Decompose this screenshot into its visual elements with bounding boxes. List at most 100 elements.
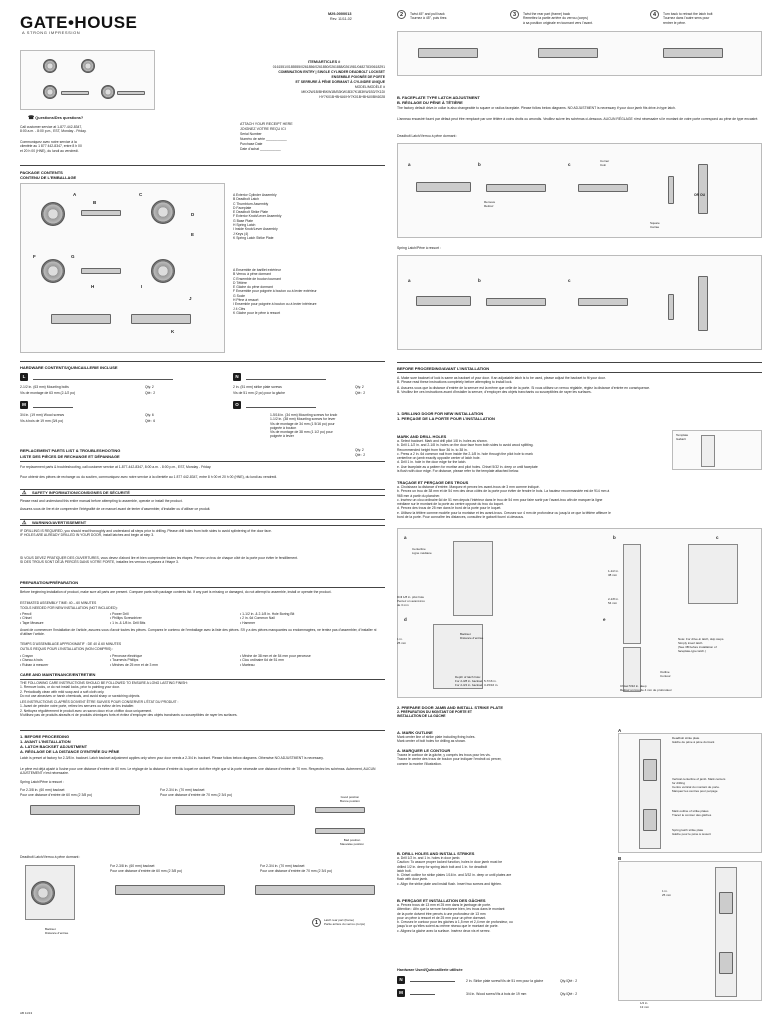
package-title-en: PACKAGE CONTENTS: [20, 170, 63, 175]
preparation-time-fr: TEMPS D’ASSEMBLAGE APPROXIMATIF : DE 40 …: [20, 642, 122, 646]
before-fr: A. Assurez-vous que la distance d’entrée…: [397, 386, 651, 395]
faceplate-title: B. FACEPLATE TYPE LATCH ADJUSTMENT: [397, 95, 480, 100]
mark-list: a. Select backset. Mark and drill pilot …: [397, 439, 538, 474]
backset-60-fr: Pour une distance d’entrée de 60 mm (2 3…: [20, 793, 92, 797]
product-image: [20, 50, 155, 110]
replacement-fr: Pour obtenir des pièces de rechange ou d…: [20, 475, 278, 479]
deadbolt-60-drawing: [115, 885, 225, 895]
strike-outline-diagram: [618, 733, 762, 853]
latch-rear-part: Latch rear part (frame) Partie arrière d…: [324, 918, 366, 926]
step-3-badge: 3: [510, 10, 519, 19]
deadbolt-backset-60: For 2-3/8 in. (60 mm) backset: [110, 864, 155, 868]
spring-latch-60-drawing: [30, 805, 140, 815]
drill-holes-title: B. DRILL HOLES AND INSTALL STRIKES: [397, 851, 475, 856]
safety-en: Please read and understand this entire m…: [20, 499, 183, 503]
step1-deadbolt-label: Deadbolt Latch/Verrou à pêne dormant :: [20, 855, 81, 859]
preparation-en: Before beginning installation of product…: [20, 590, 332, 594]
package-item: F Ensemble pour poignée à bouton ou à le…: [233, 289, 317, 294]
screw-icon: [246, 375, 326, 380]
item-title-fr-2: ET SERRURE À PÊNE DORMANT À CYLINDRE UNI…: [295, 80, 385, 84]
warning-icon: ⚠: [22, 520, 27, 526]
package-item: D Faceplate: [233, 205, 252, 210]
diagram-b-label: B: [618, 856, 622, 861]
warning-en: IF DRILLING IS REQUIRED, you should read…: [20, 529, 272, 538]
corner-label: Corner Coin: [600, 159, 610, 167]
receipt-title-fr: JOIGNEZ VOTRE REÇU ICI: [240, 127, 286, 131]
warning-title: ⚠WARNING/AVERTISSEMENT: [20, 519, 385, 526]
hardware-used-badge-M: M: [397, 989, 405, 997]
replacement-title-fr: LISTE DES PIÈCES DE RECHANGE ET DÉPANNAG…: [20, 454, 120, 459]
brand-logo: GATE•HOUSE: [20, 13, 138, 32]
backset-right-label: Backset Distance d’entrée: [460, 632, 484, 640]
hardware-L-qty: Qty. 2: [145, 385, 154, 389]
hardware-badge-L: L: [20, 373, 28, 381]
package-item: K Spring Latch Strike Plate: [233, 235, 274, 240]
package-contents-diagram: A B C D E F G H I J K: [20, 183, 225, 353]
model-line-1: MKX2W1B/BHBKW1B/B3KW1B3/7K1B3KW1B3/7K1DI: [301, 90, 385, 94]
step-4-badge: 4: [650, 10, 659, 19]
hardware-M-en: 3/4 in. (19 mm) Wood screws: [20, 413, 65, 417]
hardware-badge-N: N: [233, 373, 241, 381]
hardware-M-fr: Vis à bois de 19 mm (3/4 po): [20, 419, 64, 423]
drilling-diagram: a b c d e: [397, 528, 762, 698]
tools-col-1: • Pencil• Chisel• Tape Measure: [20, 612, 44, 625]
hardware-N-fr: Vis de 51 mm (2 po) pour la gâche: [233, 391, 285, 395]
package-item: I Inside Knob/Lever Assembly: [233, 227, 278, 232]
prep-title-fr: 2. PRÉPARATION DU MONTANT DE PORTE ET IN…: [397, 710, 472, 719]
hardware-N-qte: Qté : 2: [355, 391, 366, 395]
hardware-N-qty: Qty. 2: [355, 385, 364, 389]
hardware-used-M: 3/4 in. Wood screw/Vis à bois de 19 mm: [466, 992, 527, 996]
hardware-O-qty: Qty. 2: [355, 448, 364, 452]
depth-label: Depth of latch hole: For 2-3/8 in. backs…: [455, 675, 499, 687]
remove-label: Remove Retirez: [484, 200, 496, 208]
dim-1in-label: 1 in. 25 mm: [397, 637, 407, 645]
preparation-title: PREPARATION/PRÉPARATION: [20, 580, 79, 585]
hardware-title: HARDWARE CONTENTS/QUINCAILLERIE INCLUSE: [20, 365, 118, 370]
preparation-tools: TOOLS NEEDED FOR NEW INSTALLATION (NOT I…: [20, 606, 118, 610]
item-title-en: COMBINATION ENTRY | SINGLE CYLINDER DEAD…: [278, 70, 385, 74]
hardware-M-qty: Qty. 6: [145, 413, 154, 417]
item-numbers: 0161551/0185555/0261856/0261850/0261888/…: [272, 65, 385, 69]
hardware-M-qte: Qté : 6: [145, 419, 156, 423]
deadbolt-strike-label: Deadbolt strike plate Gâche de pêne à pê…: [672, 736, 715, 744]
trace-list: a. Choisissez la distance d’entrée. Marq…: [397, 485, 611, 520]
template-diagram: [672, 430, 762, 470]
one-inch-label: 1 in. 25 mm: [662, 889, 672, 897]
outline-label: Outline Contour: [660, 670, 671, 678]
hardware-badge-O: O: [233, 401, 241, 409]
backset-70: For 2-3/4 in. (70 mm) backset: [160, 788, 205, 792]
half-inch-label: 1/2 in. 13 mm: [640, 1001, 650, 1009]
drill-holes-fr-title: B. PERÇAGE ET INSTALLATION DES GÂCHES: [397, 898, 486, 903]
door-drawing: [25, 865, 75, 920]
hardware-badge-M: M: [20, 401, 28, 409]
package-item: G Socle: [233, 293, 246, 298]
package-item: I Ensemble pour poignée à bouton ou à le…: [233, 302, 317, 307]
drill-title: 1. DRILLING DOOR FOR NEW INSTALLATION: [397, 411, 484, 416]
brand-tagline: A STRONG IMPRESSION: [22, 30, 81, 35]
receipt-serial-fr: Numéro de série ___________: [240, 137, 287, 141]
phone-icon: ☎: [28, 115, 35, 121]
package-item: F Exterior Knob/Lever Assembly: [233, 214, 282, 219]
header-step-4: Turn back to retract the latch bolt Tour…: [663, 12, 713, 25]
replacement-en: For replacement parts & troubleshooting,…: [20, 465, 212, 469]
package-list-en: A Exterior Cylinder Assembly B Deadbolt …: [233, 193, 281, 240]
dim-15-label: 1-1/2 in. 38 mm: [608, 569, 619, 577]
tools-col-3: • 1-1/2 in. & 2-1/8 in. Hole Boring Bit•…: [240, 612, 295, 625]
good-position-drawing: [315, 807, 365, 813]
package-item: A Exterior Cylinder Assembly: [233, 193, 277, 197]
diagram-a-label: A: [618, 728, 622, 733]
backset-60: For 2-3/8 in. (60 mm) backset: [20, 788, 65, 792]
hardware-L-en: 2-1/2 in. (63 mm) Mounting bolts: [20, 385, 69, 389]
header-latch-illustrations: [397, 31, 762, 76]
package-item: J Keys (4): [233, 231, 249, 236]
step-1-badge: 1: [312, 918, 321, 927]
mark-outline-fr-title: A. MARQUER LE CONTOUR: [397, 748, 451, 753]
receipt-date-fr: Date d’achat ___________: [240, 147, 281, 151]
package-title-fr: CONTENU DE L’EMBALLAGE: [20, 175, 77, 180]
drill-pilot-label: Drill 1/8 in. pilot hole Percez un avant…: [397, 595, 425, 607]
package-item: B Verrou à pêne dormant: [233, 272, 271, 277]
package-item: A Ensemble de barillet extérieur: [233, 268, 281, 272]
screw-icon: [246, 403, 316, 408]
mark-outline-fr: Tracez le contour de la gâche, y compris…: [397, 753, 502, 766]
screw-icon: [33, 403, 73, 408]
